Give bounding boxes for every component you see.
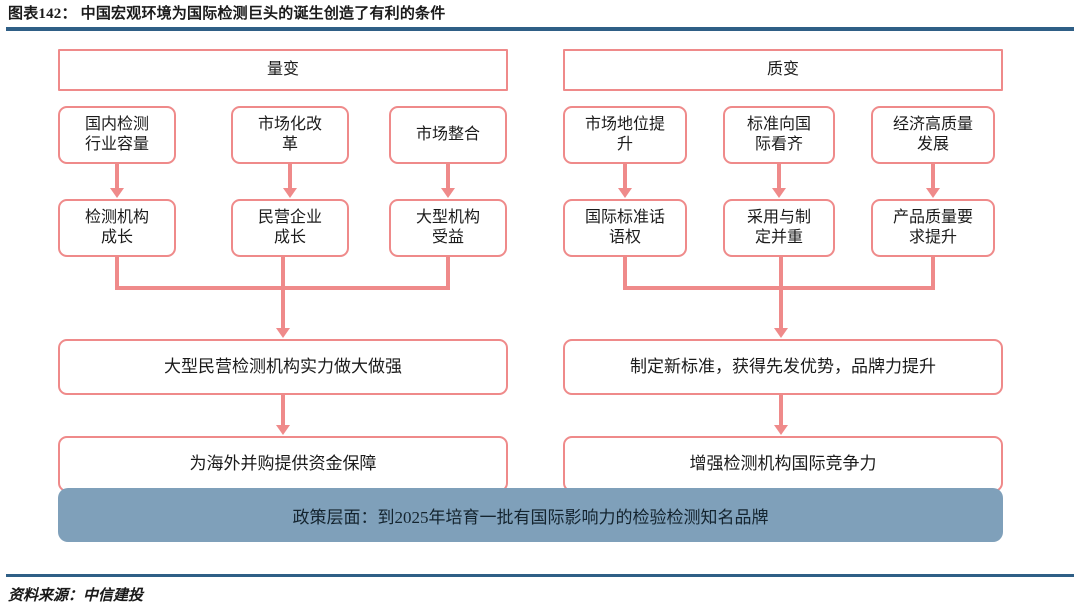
- arrow-head-left-conclusion: [276, 425, 290, 435]
- driver-box-right-2: 标准向国 际看齐: [723, 106, 835, 164]
- outcome-box-left-1: 检测机构 成长: [58, 199, 176, 257]
- arrow-head-left-2: [283, 188, 297, 198]
- driver-box-right-1-label: 市场地位提 升: [584, 116, 665, 153]
- connector-left-3-vertical: [446, 164, 450, 189]
- policy-banner: 政策层面：到2025年培育一批有国际影响力的检验检测知名品牌: [58, 488, 1003, 542]
- outcome-box-right-3-label: 产品质量要 求提升: [892, 209, 973, 246]
- arrow-head-right-1: [618, 188, 632, 198]
- arrow-head-left-1: [110, 188, 124, 198]
- driver-box-left-2: 市场化改 革: [231, 106, 349, 164]
- conclusion-box-right-label: 增强检测机构国际竞争力: [689, 453, 877, 473]
- driver-box-right-1: 市场地位提 升: [563, 106, 687, 164]
- connector-left-summary-to-conclusion: [281, 395, 285, 426]
- conclusion-box-left-label: 为海外并购提供资金保障: [189, 453, 377, 473]
- merge-drop-left: [281, 257, 285, 329]
- driver-box-left-2-label: 市场化改 革: [257, 116, 322, 153]
- summary-box-right-label: 制定新标准，获得先发优势，品牌力提升: [630, 356, 936, 376]
- outcome-box-left-2-label: 民营企业 成长: [257, 209, 322, 246]
- merge-stub-right-3: [931, 257, 935, 290]
- merge-stub-left-3: [446, 257, 450, 290]
- arrow-head-right-3: [926, 188, 940, 198]
- merge-stub-right-1: [623, 257, 627, 290]
- header-divider: [6, 27, 1074, 31]
- outcome-box-left-3: 大型机构 受益: [389, 199, 507, 257]
- figure-footer: 资料来源：中信建投: [0, 566, 1080, 613]
- driver-box-left-3-label: 市场整合: [415, 126, 480, 144]
- driver-box-right-3: 经济高质量 发展: [871, 106, 995, 164]
- arrow-head-merge-left: [276, 328, 290, 338]
- column-header-left-label: 量变: [266, 61, 299, 79]
- connector-right-3-vertical: [931, 164, 935, 189]
- outcome-box-right-1-label: 国际标准话 语权: [584, 209, 665, 246]
- driver-box-left-3: 市场整合: [389, 106, 507, 164]
- conclusion-box-right: 增强检测机构国际竞争力: [563, 436, 1003, 492]
- summary-box-left-label: 大型民营检测机构实力做大做强: [164, 356, 402, 376]
- summary-box-right: 制定新标准，获得先发优势，品牌力提升: [563, 339, 1003, 395]
- arrow-head-right-conclusion: [774, 425, 788, 435]
- driver-box-right-3-label: 经济高质量 发展: [892, 116, 973, 153]
- figure-title: 图表142： 中国宏观环境为国际检测巨头的诞生创造了有利的条件: [8, 6, 446, 22]
- outcome-box-left-1-label: 检测机构 成长: [84, 209, 149, 246]
- column-header-right-label: 质变: [766, 61, 799, 79]
- outcome-box-right-2: 采用与制 定并重: [723, 199, 835, 257]
- outcome-box-right-3: 产品质量要 求提升: [871, 199, 995, 257]
- connector-left-1-vertical: [115, 164, 119, 189]
- outcome-box-left-2: 民营企业 成长: [231, 199, 349, 257]
- outcome-box-right-2-label: 采用与制 定并重: [746, 209, 811, 246]
- connector-left-2-vertical: [288, 164, 292, 189]
- arrow-head-right-2: [772, 188, 786, 198]
- flowchart-diagram: 量变 国内检测 行业容量 市场化改 革 市场整合 检测机构 成长 民营企业 成长…: [0, 36, 1080, 566]
- column-header-left: 量变: [58, 49, 508, 91]
- footer-divider: [6, 574, 1074, 577]
- merge-stub-left-1: [115, 257, 119, 290]
- policy-banner-label: 政策层面：到2025年培育一批有国际影响力的检验检测知名品牌: [292, 507, 769, 527]
- arrow-head-merge-right: [774, 328, 788, 338]
- connector-right-1-vertical: [623, 164, 627, 189]
- driver-box-right-2-label: 标准向国 际看齐: [746, 116, 811, 153]
- arrow-head-left-3: [441, 188, 455, 198]
- outcome-box-left-3-label: 大型机构 受益: [415, 209, 480, 246]
- column-header-right: 质变: [563, 49, 1003, 91]
- connector-right-2-vertical: [777, 164, 781, 189]
- source-note: 资料来源：中信建投: [8, 588, 144, 604]
- summary-box-left: 大型民营检测机构实力做大做强: [58, 339, 508, 395]
- conclusion-box-left: 为海外并购提供资金保障: [58, 436, 508, 492]
- figure-header: 图表142： 中国宏观环境为国际检测巨头的诞生创造了有利的条件: [0, 0, 1080, 36]
- outcome-box-right-1: 国际标准话 语权: [563, 199, 687, 257]
- connector-right-summary-to-conclusion: [779, 395, 783, 426]
- driver-box-left-1: 国内检测 行业容量: [58, 106, 176, 164]
- merge-drop-right: [779, 257, 783, 329]
- driver-box-left-1-label: 国内检测 行业容量: [84, 116, 149, 153]
